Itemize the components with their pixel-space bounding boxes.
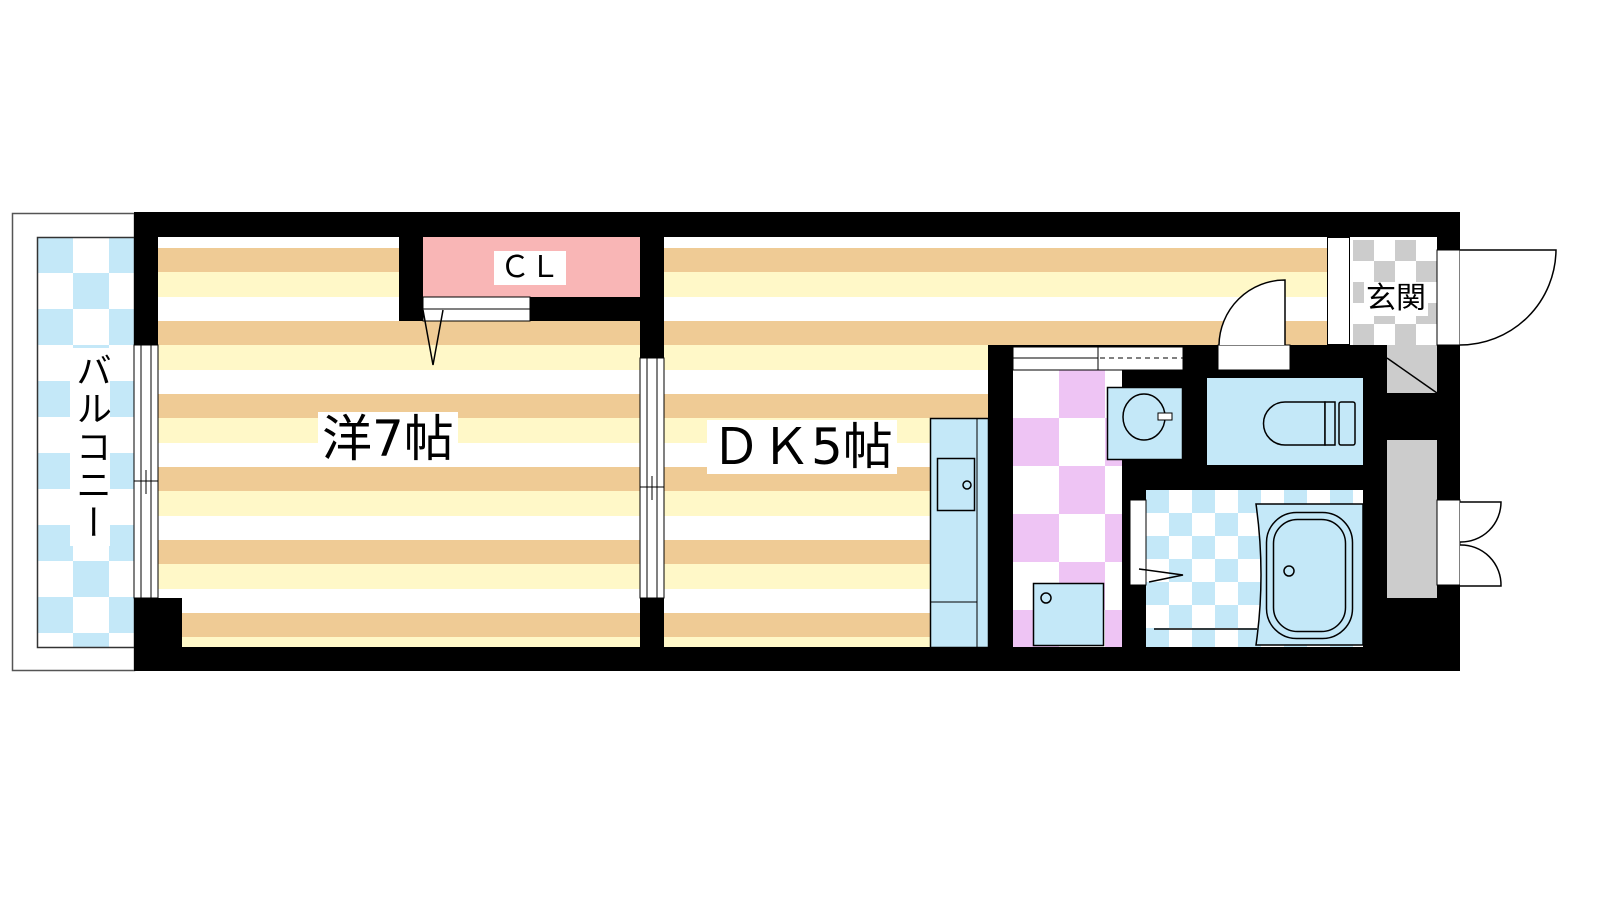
entrance-door[interactable]	[1436, 249, 1557, 346]
western-room-label: 洋7帖	[318, 412, 458, 466]
storage	[1387, 440, 1437, 598]
sliding-door[interactable]	[639, 357, 665, 599]
storage-door[interactable]	[1436, 499, 1502, 587]
toilet	[1262, 401, 1356, 446]
balcony	[11, 212, 136, 672]
dk-label: ＤＫ5帖	[707, 420, 897, 474]
closet-door	[422, 296, 531, 366]
closet-label: ＣＬ	[494, 251, 566, 285]
bathroom-door[interactable]	[1129, 499, 1184, 586]
bathtub	[1255, 503, 1364, 646]
entrance-label: 玄関	[1364, 281, 1428, 316]
shoe-box	[1387, 345, 1437, 393]
toilet-door[interactable]	[1217, 279, 1291, 371]
balcony-window[interactable]	[133, 344, 159, 599]
washroom-door[interactable]	[1012, 346, 1184, 371]
balcony-label: バルコニー	[70, 348, 111, 546]
washing-machine-pan	[1032, 582, 1105, 647]
kitchen-counter	[929, 417, 990, 649]
wash-basin	[1106, 386, 1184, 461]
